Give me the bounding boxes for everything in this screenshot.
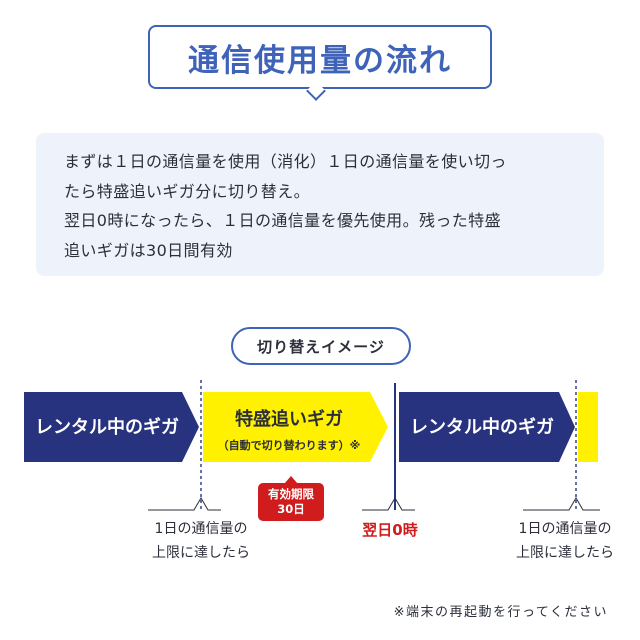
info-line: まずは１日の通信量を使用（消化）１日の通信量を使い切っ (64, 152, 507, 171)
info-line: 翌日0時になったら、１日の通信量を優先使用。残った特盛 (64, 211, 501, 230)
rental-arrow-2 (399, 392, 575, 462)
limit-label-1-line1: 1日の通信量の (154, 521, 248, 537)
badge-pointer (284, 476, 298, 484)
info-line: 追いギガは30日間有効 (64, 240, 233, 260)
page-title: 通信使用量の流れ (188, 42, 452, 79)
badge-line-2: 30日 (277, 502, 305, 516)
tokumori-note: （自動で切り替わります）※ (218, 438, 361, 452)
info-box: まずは１日の通信量を使用（消化）１日の通信量を使い切っ たら特盛追いギガ分に切り… (36, 133, 604, 276)
rental-label-1: レンタル中のギガ (35, 416, 179, 438)
timeline-tick-2 (362, 497, 415, 511)
tokumori-arrow-partial (578, 392, 598, 462)
expiry-badge: 有効期限 30日 (258, 483, 324, 521)
timeline-tick-1 (148, 497, 221, 511)
switch-image-label: 切り替えイメージ (231, 327, 411, 365)
limit-label-1-line2: 上限に達したら (152, 545, 250, 561)
tokumori-label: 特盛追いギガ (235, 408, 343, 430)
limit-label-2: 1日の通信量の 上限に達したら (490, 517, 640, 565)
footnote: ※端末の再起動を行ってください (393, 605, 608, 620)
title-box: 通信使用量の流れ (148, 25, 492, 89)
info-line: たら特盛追いギガ分に切り替え。 (64, 181, 311, 201)
badge-line-1: 有効期限 (268, 487, 314, 501)
rental-label-2: レンタル中のギガ (410, 416, 554, 438)
limit-label-2-line2: 上限に達したら (516, 545, 614, 561)
timeline-tick-3 (523, 497, 600, 511)
rental-arrow-1 (24, 392, 199, 462)
next-day-label: 翌日0時 (362, 521, 418, 539)
limit-label-1: 1日の通信量の 上限に達したら (126, 517, 276, 565)
limit-label-2-line1: 1日の通信量の (518, 521, 612, 537)
tokumori-arrow (203, 392, 388, 462)
